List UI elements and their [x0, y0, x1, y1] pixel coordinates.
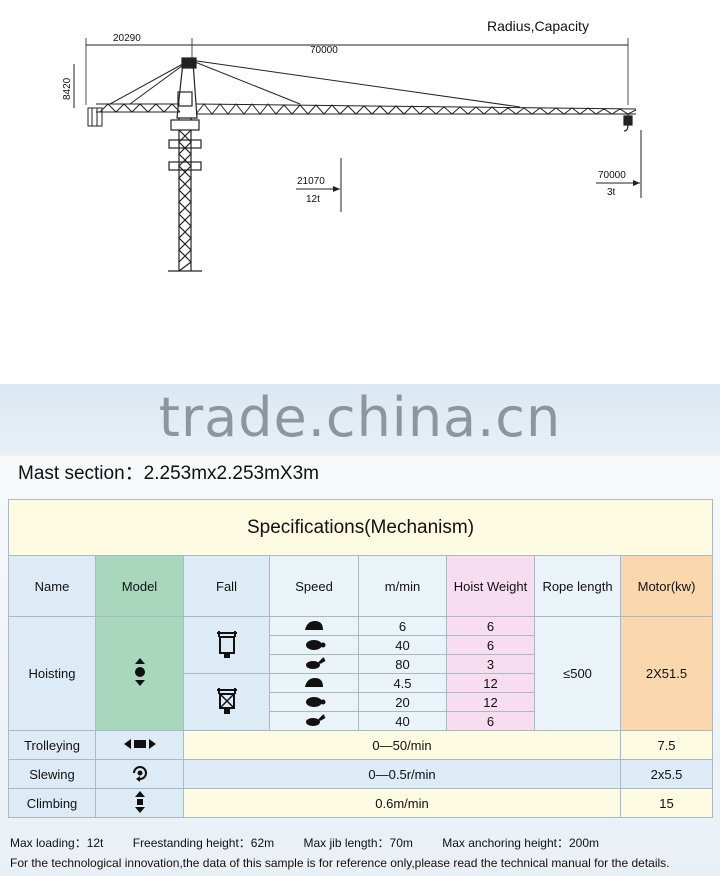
crane-mast: [168, 118, 202, 272]
trolleying-value: 0—50/min: [183, 730, 621, 760]
notes: Max loading：12t Freestanding height：62m …: [10, 833, 670, 873]
weight-cell: 6: [446, 711, 535, 731]
rabbit-icon: [306, 656, 326, 669]
speed-icon-cell: [269, 616, 359, 636]
snail-icon: [305, 677, 323, 687]
watermark-text: trade.china.cn: [158, 386, 562, 449]
climbing-name: Climbing: [8, 788, 96, 818]
slewing-motor: 2x5.5: [619, 759, 714, 789]
counter-jib: [87, 103, 181, 127]
far-load-arrowhead: [633, 180, 640, 186]
header-speed: Speed: [269, 555, 359, 617]
far-load-capacity: 3t: [607, 187, 616, 198]
spec-table: Specifications(Mechanism) Name Model Fal…: [7, 499, 714, 818]
dim-jib-label: 70000: [310, 45, 338, 56]
near-load-radius: 21070: [297, 176, 325, 187]
fall-cell-double: [183, 673, 270, 731]
mmin-cell: 40: [358, 635, 447, 655]
slewing-name: Slewing: [8, 759, 96, 789]
header-mmin: m/min: [358, 555, 447, 617]
mast-section-label: Mast section：2.253mx2.253mX3m: [18, 463, 319, 484]
hook-icon: [623, 114, 633, 132]
near-load-capacity: 12t: [306, 194, 320, 205]
weight-cell: 6: [446, 635, 535, 655]
disclaimer-note: For the technological innovation,the dat…: [10, 856, 670, 870]
crane-diagram-area: Radius,Capacity 20290 70000 8420: [0, 0, 720, 384]
up-down-dot-icon: [134, 658, 145, 686]
mmin-cell: 4.5: [358, 673, 447, 693]
four-fall-hook-icon: [216, 687, 237, 714]
speed-icon-cell: [269, 654, 359, 674]
slewing-value: 0—0.5r/min: [183, 759, 621, 789]
header-hoist-weight: Hoist Weight: [446, 555, 535, 617]
trolleying-model-cell: [95, 730, 184, 760]
climbing-model-cell: [95, 788, 184, 818]
hoisting-name: Hoisting: [8, 616, 96, 731]
tower-crane-diagram: Radius,Capacity 20290 70000 8420: [62, 18, 642, 272]
hoisting-model-cell: [95, 616, 184, 731]
snail-icon: [305, 620, 323, 630]
trolleying-motor: 7.5: [619, 730, 714, 760]
rotate-icon: [132, 765, 147, 782]
weight-cell: 3: [446, 654, 535, 674]
dim-counter-jib-label: 20290: [113, 33, 141, 44]
header-model: Model: [95, 555, 184, 617]
mmin-cell: 40: [358, 711, 447, 731]
table-title: Specifications(Mechanism): [7, 499, 714, 556]
left-right-arrow-icon: [123, 738, 156, 749]
speed-icon-cell: [269, 711, 359, 731]
mmin-cell: 20: [358, 692, 447, 712]
trolleying-name: Trolleying: [8, 730, 96, 760]
climbing-value: 0.6m/min: [183, 788, 621, 818]
mmin-cell: 6: [358, 616, 447, 636]
dim-height-label: 8420: [62, 77, 73, 100]
header-motor: Motor(kw): [619, 555, 714, 617]
rope-length-cell: ≤500: [534, 616, 621, 731]
mmin-cell: 80: [358, 654, 447, 674]
header-rope-length: Rope length: [534, 555, 621, 617]
rabbit-icon: [306, 713, 326, 726]
header-fall: Fall: [183, 555, 270, 617]
turtle-icon: [306, 696, 326, 707]
near-load-arrowhead: [333, 186, 340, 192]
weight-cell: 12: [446, 692, 535, 712]
turtle-icon: [306, 639, 326, 650]
speed-icon-cell: [269, 692, 359, 712]
jib-tie-rods: [109, 59, 521, 108]
up-down-arrow-icon: [134, 790, 145, 813]
crane-jib: [195, 103, 637, 115]
freestanding-note: Freestanding height：62m: [132, 836, 275, 850]
crane-apex: [176, 57, 198, 119]
max-anchoring-note: Max anchoring height：200m: [442, 836, 599, 850]
diagram-title: Radius,Capacity: [487, 18, 589, 34]
max-jib-note: Max jib length：70m: [303, 836, 413, 850]
weight-cell: 12: [446, 673, 535, 693]
speed-icon-cell: [269, 673, 359, 693]
weight-cell: 6: [446, 616, 535, 636]
hoisting-motor-cell: 2X51.5: [619, 616, 714, 731]
max-loading-note: Max loading：12t: [10, 836, 104, 850]
far-load-radius: 70000: [598, 170, 626, 181]
notes-line-1: Max loading：12t Freestanding height：62m …: [10, 833, 670, 853]
climbing-motor: 15: [619, 788, 714, 818]
fall-cell-single: [183, 616, 270, 674]
header-name: Name: [8, 555, 96, 617]
watermark-band: [0, 384, 720, 456]
two-fall-hook-icon: [216, 630, 237, 658]
speed-icon-cell: [269, 635, 359, 655]
slewing-model-cell: [95, 759, 184, 789]
